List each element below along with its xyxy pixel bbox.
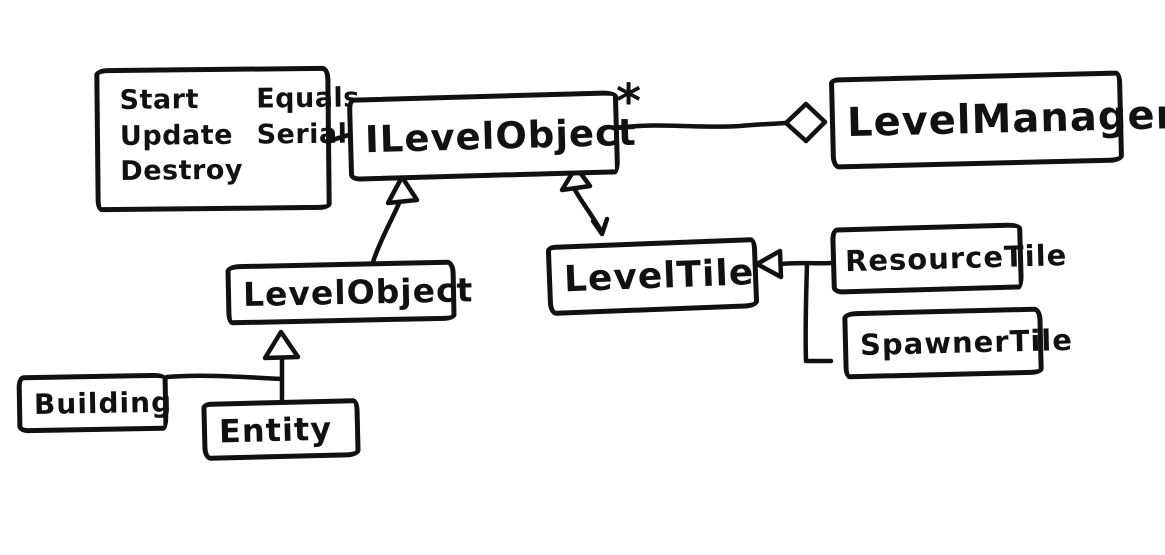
method-label: Destroy	[120, 154, 244, 188]
method-label: Start	[119, 84, 200, 116]
class-box-entity: Entity	[201, 398, 361, 461]
aggregation-diamond-icon	[783, 101, 828, 144]
multiplicity-star: *	[616, 74, 642, 130]
methods-left-column: Start Update Destroy	[119, 82, 243, 190]
class-label-building: Building	[33, 385, 173, 421]
class-box-levelobject: LevelObject	[225, 259, 474, 326]
class-box-ilevelobject: ILevelObject	[346, 90, 637, 182]
arrowhead-icon-leveltile-top	[590, 216, 610, 237]
class-box-spawnertile: SpawnerTile	[842, 306, 1073, 380]
inheritance-triangle-icon-ilevelobject-left	[385, 174, 420, 206]
class-box-levelmanager: LevelManager	[828, 70, 1165, 170]
method-label: Update	[119, 119, 234, 152]
class-label-spawnertile: SpawnerTile	[859, 322, 1074, 363]
class-label-entity: Entity	[218, 409, 333, 451]
class-box-building: Building	[16, 372, 172, 434]
inheritance-triangle-icon-leveltile	[754, 248, 784, 280]
class-box-leveltile: LevelTile	[545, 236, 760, 317]
inheritance-triangle-icon-ilevelobject-right	[559, 164, 593, 193]
edge-building-branch-line	[164, 373, 284, 382]
edge-levelobject-inheritance-line	[370, 198, 403, 265]
class-label-resourcetile: ResourceTile	[844, 237, 1068, 278]
class-box-resourcetile: ResourceTile	[830, 222, 1068, 295]
inheritance-triangle-icon-levelobject	[262, 329, 301, 361]
class-label-ilevelobject: ILevelObject	[364, 110, 638, 161]
edge-spawnertile-branch-line	[803, 261, 834, 364]
methods-note-box: Start Update Destroy Equals Serialize	[94, 65, 392, 213]
class-label-leveltile: LevelTile	[563, 252, 755, 301]
class-label-levelmanager: LevelManager	[846, 92, 1165, 147]
class-label-levelobject: LevelObject	[242, 270, 474, 315]
edge-aggregation-line	[614, 120, 789, 131]
